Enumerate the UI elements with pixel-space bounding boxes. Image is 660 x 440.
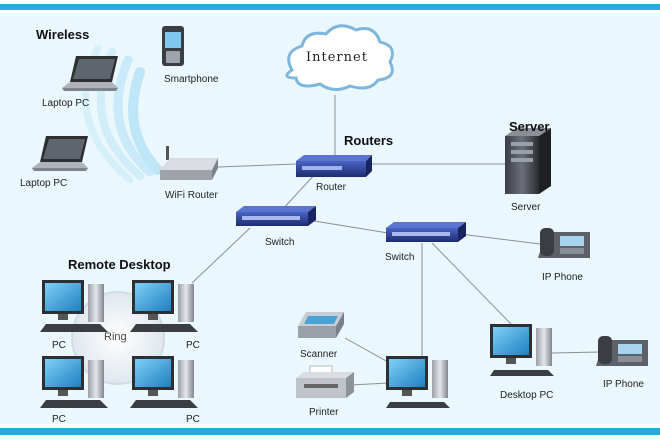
laptop-icon <box>32 136 88 171</box>
wifi-router-icon <box>160 146 218 180</box>
ip-phone-icon <box>538 228 590 258</box>
desktop-pc-icon <box>490 324 554 376</box>
ip-phone-icon <box>596 336 648 366</box>
switch-icon <box>236 206 316 226</box>
printer-label: Printer <box>309 407 339 418</box>
pc-label: PC <box>52 340 66 351</box>
switch-label: Switch <box>265 237 295 248</box>
remote-desktop-title: Remote Desktop <box>68 257 171 272</box>
bottom-border <box>0 424 660 440</box>
pc-icon <box>130 356 198 408</box>
smartphone-label: Smartphone <box>164 74 219 85</box>
wifi-router-label: WiFi Router <box>165 190 218 201</box>
printer-icon <box>296 365 354 398</box>
scanner-icon <box>298 312 344 338</box>
laptop-label: Laptop PC <box>20 178 68 189</box>
connection-lines <box>191 95 601 386</box>
internet-cloud-icon <box>285 24 394 91</box>
scanner-label: Scanner <box>300 349 338 360</box>
router-label: Router <box>316 182 347 193</box>
router-icon <box>296 155 372 177</box>
switch-label: Switch <box>385 252 415 263</box>
pc-label: PC <box>186 340 200 351</box>
pc-label: PC <box>186 414 200 425</box>
ip-phone-label: IP Phone <box>542 272 583 283</box>
internet-label: Internet <box>306 50 368 65</box>
top-border <box>0 0 660 16</box>
server-title: Server <box>509 119 550 134</box>
ring-label: Ring <box>104 331 127 343</box>
routers-title: Routers <box>344 133 394 148</box>
desktop-pc-icon <box>386 356 450 408</box>
pc-icon <box>40 356 108 408</box>
pc-label: PC <box>52 414 66 425</box>
laptop-label: Laptop PC <box>42 98 90 109</box>
desktop-pc-label: Desktop PC <box>500 390 554 401</box>
server-icon <box>505 128 551 194</box>
smartphone-icon <box>162 26 184 66</box>
server-label: Server <box>511 202 541 213</box>
pc-icon <box>130 280 198 332</box>
ip-phone-label: IP Phone <box>603 379 644 390</box>
wireless-title: Wireless <box>36 27 90 42</box>
pc-icon <box>40 280 108 332</box>
switch-icon <box>386 222 466 242</box>
laptop-icon <box>62 56 118 91</box>
